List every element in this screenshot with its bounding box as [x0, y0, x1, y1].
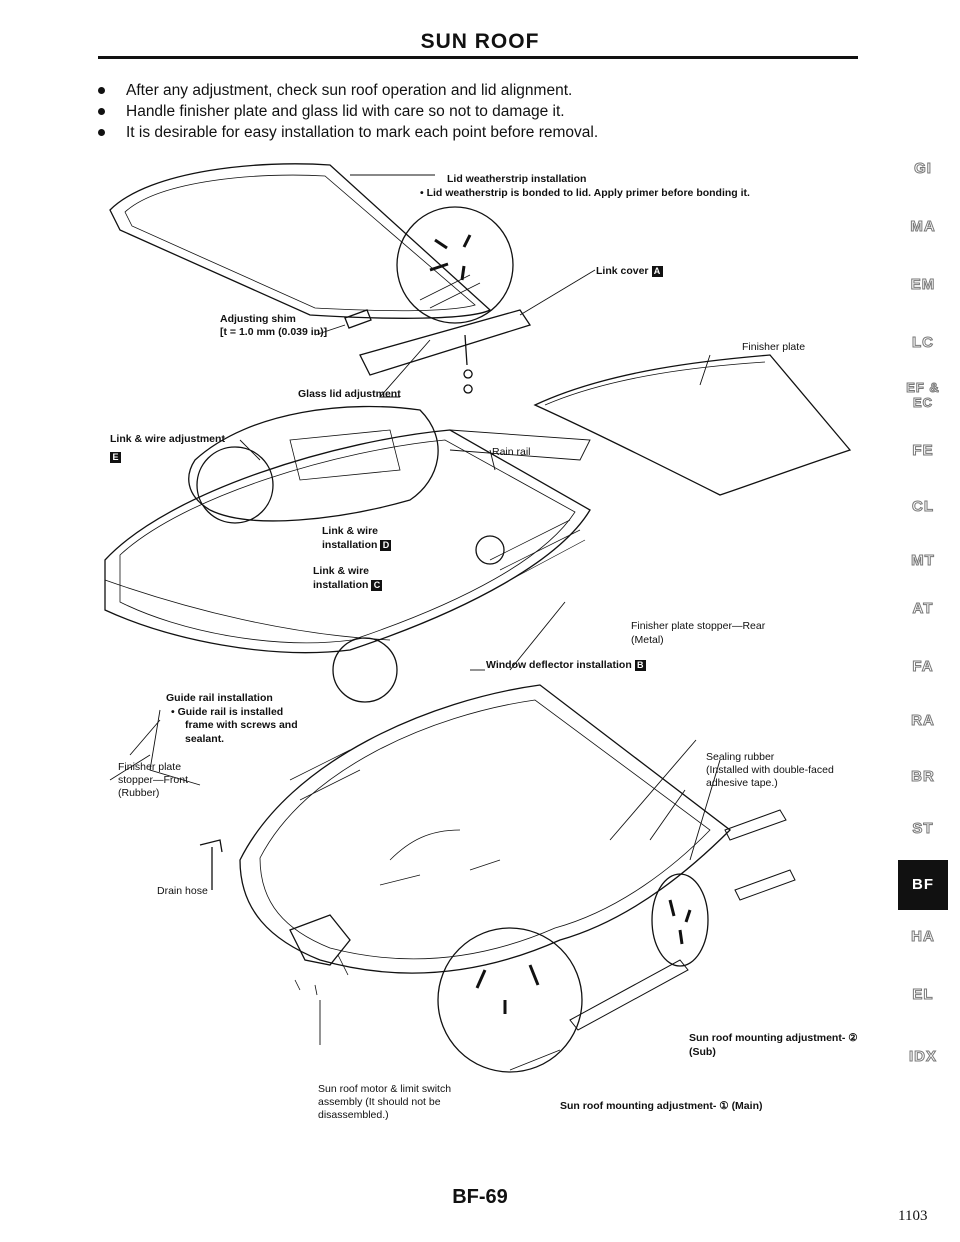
lid-weatherstrip-detail [396, 206, 514, 324]
sunroof-exploded-diagram [104, 163, 852, 1073]
label-link-wire-installation-d-1: Link & wire [322, 525, 379, 537]
tag-b-badge: B [634, 659, 646, 671]
page-code: BF-69 [452, 1186, 508, 1208]
tag-c-badge: C [371, 579, 383, 591]
label-finisher-stopper-front-2: stopper—Front [118, 774, 189, 786]
nav-item-cl[interactable]: CL [912, 498, 934, 516]
label-glass-lid-adjustment: Glass lid adjustment [298, 388, 401, 400]
label-mounting-sub-2: (Sub) [689, 1046, 716, 1058]
label-motor-3: disassembled.) [318, 1109, 389, 1121]
label-finisher-stopper-rear-1: Finisher plate stopper—Rear [631, 620, 766, 632]
nav-item-st[interactable]: ST [912, 820, 934, 838]
label-guide-rail-3: frame with screws and [185, 719, 298, 731]
note-item: After any adjustment, check sun roof ope… [98, 80, 598, 101]
glass-lid-inner [124, 174, 476, 312]
nav-item-lc[interactable]: LC [912, 334, 934, 352]
note-item: Handle finisher plate and glass lid with… [98, 101, 598, 122]
label-mounting-main: Sun roof mounting adjustment- ① (Main) [560, 1100, 763, 1112]
label-link-wire-adjustment-tag: E [110, 451, 121, 463]
nav-item-fe[interactable]: FE [912, 442, 934, 460]
bullet-icon [98, 87, 105, 94]
label-sealing-rubber-3: adhesive tape.) [706, 777, 778, 789]
label-adjusting-shim-2: [t = 1.0 mm (0.039 in)] [220, 326, 328, 338]
nav-item-gi[interactable]: GI [914, 160, 932, 178]
bullet-icon [98, 129, 105, 136]
nav-item-ha[interactable]: HA [911, 928, 935, 946]
label-finisher-stopper-front-3: (Rubber) [118, 787, 160, 799]
folio-number: 1103 [898, 1208, 928, 1224]
tag-a-badge: A [651, 265, 663, 277]
nav-item-ma[interactable]: MA [910, 218, 936, 236]
notes-list: After any adjustment, check sun roof ope… [98, 80, 598, 143]
link-cover [359, 309, 532, 376]
tag-e-badge: E [110, 451, 121, 463]
label-motor-1: Sun roof motor & limit switch [318, 1083, 452, 1095]
label-finisher-stopper-front-1: Finisher plate [118, 761, 182, 773]
nav-item-br[interactable]: BR [911, 768, 935, 786]
label-sealing-rubber-2: (Installed with double-faced [706, 764, 834, 776]
title-rule [98, 56, 858, 59]
label-link-wire-installation-c-1: Link & wire [313, 565, 370, 577]
nav-item-at[interactable]: AT [912, 600, 934, 618]
label-finisher-stopper-rear-2: (Metal) [631, 634, 664, 646]
label-link-wire-adjustment: Link & wire adjustment [110, 433, 225, 445]
guide-rail-frame [239, 684, 731, 974]
label-guide-rail-4: sealant. [185, 733, 225, 745]
glass-lid [109, 163, 492, 319]
window-deflector-detail [332, 637, 398, 703]
label-lid-weatherstrip-note: • Lid weatherstrip is bonded to lid. App… [420, 187, 750, 199]
label-rain-rail: Rain rail [492, 446, 531, 458]
label-drain-hose: Drain hose [157, 885, 208, 897]
adjusting-shim [344, 309, 372, 329]
nav-item-idx[interactable]: IDX [908, 1048, 937, 1066]
label-sealing-rubber-1: Sealing rubber [706, 751, 775, 763]
label-lid-weatherstrip: Lid weatherstrip installation [447, 173, 587, 185]
bullet-icon [98, 108, 105, 115]
label-mounting-sub-1: Sun roof mounting adjustment- ② [689, 1032, 858, 1044]
label-motor-2: assembly (It should not be [318, 1096, 441, 1108]
nav-item-fa[interactable]: FA [912, 658, 934, 676]
mounting-main-detail [437, 927, 583, 1073]
label-guide-rail-2: • Guide rail is installed [171, 706, 284, 718]
label-guide-rail-1: Guide rail installation [166, 692, 273, 704]
rail-frame [104, 429, 591, 654]
nav-item-ef-ec[interactable]: EF & EC [906, 380, 940, 411]
note-item: It is desirable for easy installation to… [98, 122, 598, 143]
mounting-sub-detail [651, 873, 709, 967]
link-wire-detail [188, 405, 439, 522]
nav-item-em[interactable]: EM [910, 276, 936, 294]
nav-item-mt[interactable]: MT [911, 552, 935, 570]
sunroof-motor [289, 914, 351, 966]
drain-hose [199, 839, 223, 890]
nav-item-bf-active[interactable]: BF [898, 860, 948, 910]
label-finisher-plate: Finisher plate [742, 341, 806, 353]
finisher-plate [533, 354, 852, 496]
page-title: SUN ROOF [420, 30, 540, 53]
tag-d-badge: D [380, 539, 392, 551]
nav-item-el[interactable]: EL [912, 986, 934, 1004]
label-adjusting-shim-1: Adjusting shim [220, 313, 296, 325]
nav-item-ra[interactable]: RA [911, 712, 935, 730]
